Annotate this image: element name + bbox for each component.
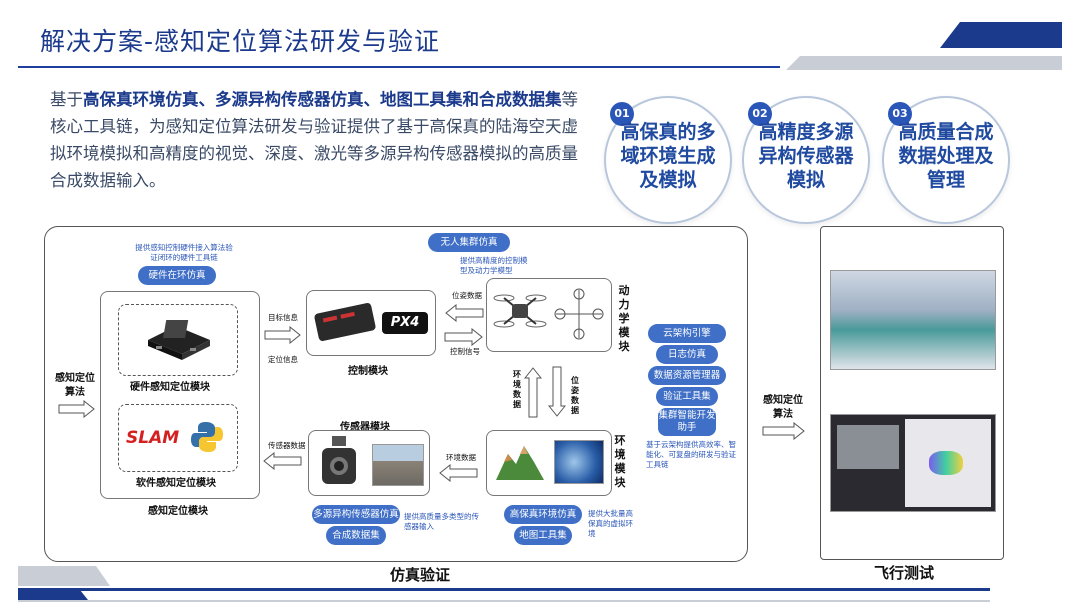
verify-tools-pill[interactable]: 验证工具集 (656, 387, 718, 406)
pointcloud-blob (929, 451, 963, 475)
flight-controller-icon (312, 298, 378, 348)
sensor-data-label: 传感器数据 (268, 441, 306, 450)
target-info-label: 目标信息 (268, 313, 298, 322)
arrow-right-icon (762, 421, 806, 444)
camera-view (837, 425, 899, 469)
position-info-label: 定位信息 (268, 355, 298, 364)
log-sim-pill[interactable]: 日志仿真 (656, 345, 718, 364)
arrow-right-icon (264, 325, 302, 348)
hardware-board-icon (142, 310, 214, 368)
feature-number: 02 (748, 102, 772, 126)
ocean-image (554, 440, 604, 484)
pose-data-label: 位姿数据 (452, 291, 482, 300)
feature-circle-2: 02 高精度多源异构传感器模拟 (742, 96, 870, 224)
control-module-label: 控制模块 (348, 366, 388, 377)
page-title: 解决方案-感知定位算法研发与验证 (40, 27, 441, 56)
hw-module-box (118, 304, 238, 376)
camera-gimbal-icon (314, 434, 364, 496)
intro-pre: 基于 (50, 90, 83, 109)
intro-bold: 高保真环境仿真、多源异构传感器仿真、地图工具集和合成数据集 (83, 90, 562, 109)
sensor-module-label: 传感器模块 (340, 422, 390, 433)
sensor-note: 提供高质量多类型的传感器输入 (404, 512, 479, 531)
cloud-note: 基于云架构提供高效率、智能化、可复盘的研发与验证工具链 (646, 440, 736, 469)
data-manager-pill[interactable]: 数据资源管理器 (648, 366, 726, 385)
flight-arena-photo (830, 270, 996, 370)
feature-circle-3: 03 高质量合成数据处理及管理 (882, 96, 1010, 224)
swarm-note: 提供高精度的控制模型及动力学模型 (460, 256, 528, 275)
swarm-assistant-pill[interactable]: 集群智能开发助手 (658, 408, 716, 436)
env-note: 提供大批量高保真的虚拟环境 (588, 509, 633, 538)
sensor-sim-pill[interactable]: 多源异构传感器仿真 (312, 505, 400, 524)
dataset-pill[interactable]: 合成数据集 (326, 526, 386, 545)
sw-module-label: 软件感知定位模块 (136, 478, 216, 489)
feature-text: 高保真的多域环境生成及模拟 (620, 121, 716, 191)
output-algorithm-label: 感知定位算法 (763, 395, 803, 420)
feature-text: 高质量合成数据处理及管理 (898, 121, 994, 191)
arrow-right-icon (58, 399, 96, 422)
feature-text: 高精度多源异构传感器模拟 (758, 121, 854, 191)
swarm-pill[interactable]: 无人集群仿真 (428, 233, 510, 252)
hw-module-label: 硬件感知定位模块 (130, 382, 210, 393)
flight-test-caption: 飞行测试 (874, 564, 935, 582)
env-sim-pill[interactable]: 高保真环境仿真 (504, 505, 582, 524)
arrow-right-icon (444, 327, 484, 350)
sw-module-box (118, 404, 238, 472)
quad-diagram-icon (552, 284, 606, 348)
arrow-down-icon (547, 366, 567, 422)
dynamics-module-box (486, 278, 612, 352)
intro-post: 等核心工具链，为感知定位算法研发与验证提供了基于高保真的陆海空天虚拟环境模拟和高… (50, 90, 578, 190)
header-decoration (780, 0, 1080, 80)
hil-pill[interactable]: 硬件在环仿真 (138, 266, 216, 285)
env-data-vertical-label: 环境数据 (513, 370, 521, 409)
input-algorithm-label: 感知定位算法 (55, 373, 95, 398)
arrow-left-icon (262, 451, 302, 474)
slam-logo: SLAM (126, 428, 180, 448)
feature-number: 03 (888, 102, 912, 126)
intro-paragraph: 基于高保真环境仿真、多源异构传感器仿真、地图工具集和合成数据集等核心工具链，为感… (50, 86, 590, 194)
simulation-caption: 仿真验证 (390, 566, 451, 584)
env-module-label: 环境模块 (614, 434, 626, 489)
feature-number: 01 (610, 102, 634, 126)
arrow-left-icon (438, 463, 478, 486)
cloud-engine-pill[interactable]: 云架构引擎 (648, 324, 726, 343)
control-signal-label: 控制信号 (450, 347, 480, 356)
hil-note: 提供感知控制硬件接入算法验证闭环的硬件工具链 (135, 243, 233, 262)
perception-module-label: 感知定位模块 (148, 506, 208, 517)
python-icon (190, 420, 224, 458)
map-tools-pill[interactable]: 地图工具集 (514, 526, 572, 545)
drone-icon (490, 284, 550, 348)
street-image (372, 444, 424, 486)
footer-decoration (0, 560, 1080, 608)
flight-screen-photo (830, 414, 996, 512)
arrow-left-icon (444, 303, 484, 326)
env-data-label: 环境数据 (446, 453, 476, 462)
px4-logo: PX4 (382, 312, 428, 334)
title-underline (18, 66, 780, 68)
arrow-up-icon (523, 366, 543, 422)
dynamics-label: 动力学模块 (618, 284, 630, 353)
pose-data-vertical-label: 位姿数据 (571, 376, 579, 415)
terrain-image (494, 440, 546, 488)
feature-circle-1: 01 高保真的多域环境生成及模拟 (604, 96, 732, 224)
